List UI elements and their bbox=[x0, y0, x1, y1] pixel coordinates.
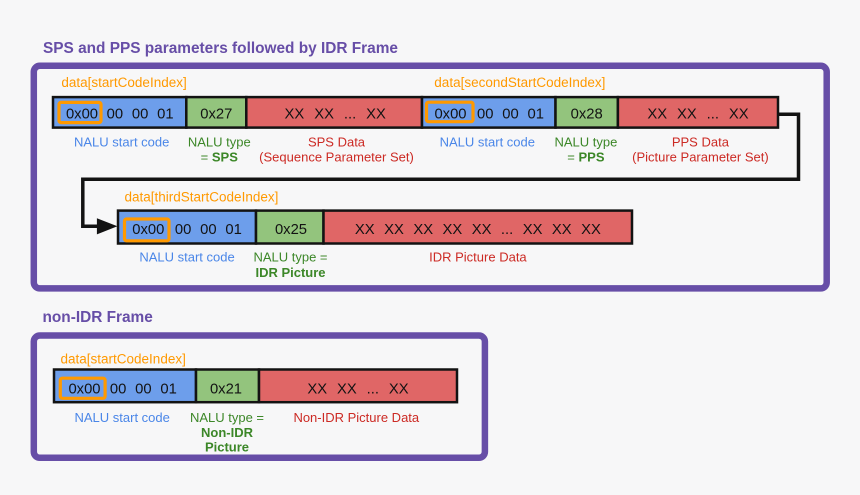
svg-text:0x21: 0x21 bbox=[210, 382, 242, 398]
svg-text:data[thirdStartCodeIndex]: data[thirdStartCodeIndex] bbox=[125, 190, 279, 205]
svg-text:NALU start code: NALU start code bbox=[75, 410, 170, 425]
svg-text:PPS Data: PPS Data bbox=[672, 134, 730, 149]
svg-text:0x00: 0x00 bbox=[66, 106, 98, 122]
svg-text:00 00 01: 00 00 01 bbox=[477, 106, 544, 122]
svg-text:NALU start code: NALU start code bbox=[139, 250, 234, 265]
svg-text:0x00: 0x00 bbox=[434, 106, 466, 122]
svg-text:NALU type: NALU type bbox=[554, 134, 617, 149]
svg-text:XX XX ... XX: XX XX ... XX bbox=[285, 106, 386, 122]
svg-text:0x25: 0x25 bbox=[275, 222, 307, 238]
svg-text:IDR Picture Data: IDR Picture Data bbox=[429, 250, 527, 265]
svg-text:= PPS: = PPS bbox=[567, 150, 605, 165]
svg-text:Picture: Picture bbox=[205, 440, 249, 455]
svg-text:data[startCodeIndex]: data[startCodeIndex] bbox=[61, 351, 186, 366]
svg-text:NALU start code: NALU start code bbox=[74, 134, 169, 149]
svg-text:Non-IDR Picture Data: Non-IDR Picture Data bbox=[293, 410, 419, 425]
svg-text:data[secondStartCodeIndex]: data[secondStartCodeIndex] bbox=[434, 75, 605, 90]
svg-text:(Picture Parameter Set): (Picture Parameter Set) bbox=[632, 150, 769, 165]
svg-text:XX XX ... XX: XX XX ... XX bbox=[647, 106, 748, 122]
svg-text:NALU type =: NALU type = bbox=[253, 250, 327, 265]
svg-text:00 00 01: 00 00 01 bbox=[110, 382, 177, 398]
svg-text:NALU type: NALU type bbox=[188, 134, 251, 149]
svg-text:IDR Picture: IDR Picture bbox=[255, 265, 325, 280]
svg-text:(Sequence Parameter Set): (Sequence Parameter Set) bbox=[259, 150, 414, 165]
svg-text:XX XX XX XX XX ... XX XX XX: XX XX XX XX XX ... XX XX XX bbox=[355, 222, 601, 238]
svg-text:= SPS: = SPS bbox=[201, 150, 239, 165]
svg-text:non-IDR Frame: non-IDR Frame bbox=[43, 309, 154, 326]
svg-text:NALU start code: NALU start code bbox=[440, 134, 535, 149]
svg-text:00 00 01: 00 00 01 bbox=[175, 222, 242, 238]
svg-text:data[startCodeIndex]: data[startCodeIndex] bbox=[61, 75, 186, 90]
svg-text:0x00: 0x00 bbox=[132, 222, 164, 238]
svg-text:SPS Data: SPS Data bbox=[308, 134, 366, 149]
svg-text:NALU type =: NALU type = bbox=[190, 410, 264, 425]
svg-text:XX XX ... XX: XX XX ... XX bbox=[307, 382, 408, 398]
svg-text:0x27: 0x27 bbox=[200, 106, 232, 122]
svg-text:0x00: 0x00 bbox=[68, 382, 100, 398]
svg-text:Non-IDR: Non-IDR bbox=[201, 425, 254, 440]
svg-text:00 00 01: 00 00 01 bbox=[107, 106, 174, 122]
svg-text:SPS and PPS parameters followe: SPS and PPS parameters followed by IDR F… bbox=[43, 40, 398, 57]
svg-text:0x28: 0x28 bbox=[571, 106, 603, 122]
